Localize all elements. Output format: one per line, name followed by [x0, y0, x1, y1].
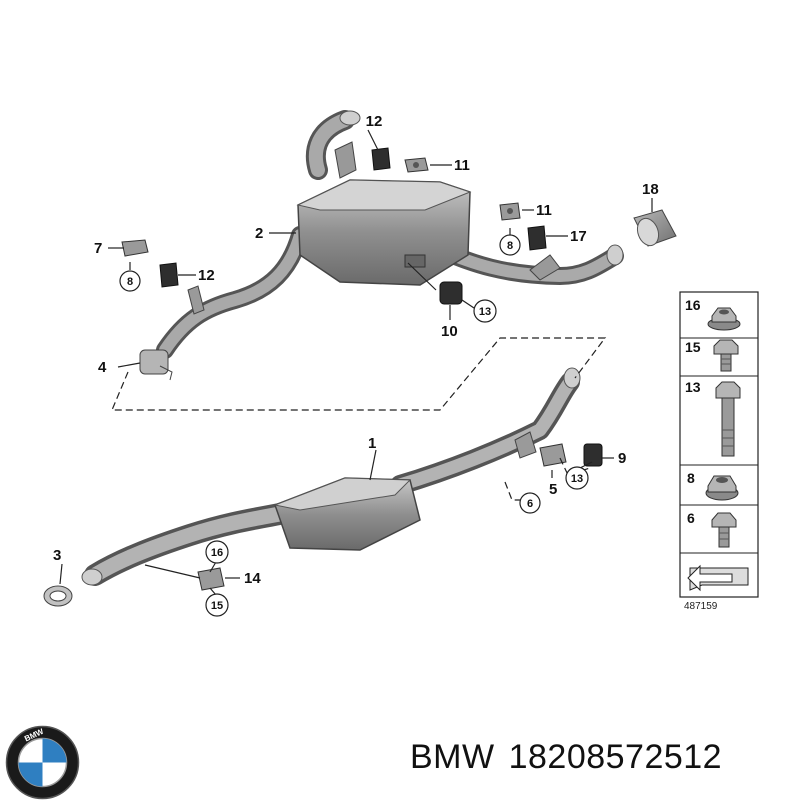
bracket-14: [197, 567, 225, 591]
rear-silencer-group: [156, 110, 624, 359]
callout-10: 10: [441, 323, 458, 340]
callout-8-right: 8: [507, 240, 513, 252]
circled-callouts: 8 8 13 13 6 16 15: [119, 234, 589, 617]
callout-14: 14: [244, 570, 261, 587]
clamp-4: [139, 349, 173, 381]
hex-bolt-icon: [713, 339, 739, 372]
diagram-image-number: 487159: [684, 601, 718, 612]
bracket-11-right: [499, 202, 521, 221]
legend-label-13: 13: [685, 379, 701, 395]
callout-labels: 12 11 18 2 11 17 7 12 10 4 1 9 5 3 14: [53, 113, 659, 587]
callout-13-top: 13: [479, 306, 491, 318]
bracket-7: [121, 239, 149, 257]
center-silencer-group: [81, 367, 581, 586]
callout-12-top: 12: [366, 113, 383, 130]
part-caption: BMW 18208572512: [410, 738, 722, 777]
callout-1: 1: [368, 435, 376, 452]
flange-nut-icon: [707, 307, 741, 331]
leader-lines: [59, 129, 653, 596]
hanger-17: [527, 225, 547, 251]
callout-2: 2: [255, 225, 263, 242]
callout-15: 15: [211, 600, 223, 612]
callout-8-left: 8: [127, 276, 133, 288]
clamp-3: [43, 585, 73, 607]
callout-11-right: 11: [536, 202, 552, 219]
callout-16: 16: [211, 547, 223, 559]
fastener-legend-table: 16 15 13 8 6: [679, 291, 759, 612]
flange-bolt-icon: [711, 512, 737, 548]
callout-5: 5: [549, 481, 557, 498]
bracket-5: [539, 443, 567, 467]
callout-11-top: 11: [454, 157, 470, 174]
hanger-12-top: [371, 147, 391, 171]
callout-18: 18: [642, 181, 659, 198]
callout-12-left: 12: [198, 267, 215, 284]
tail-trim-18: [633, 209, 677, 247]
bracket-11-top: [404, 157, 429, 173]
hanger-12-left: [159, 262, 179, 288]
callout-7: 7: [94, 240, 102, 257]
brand-name: BMW: [410, 738, 495, 776]
bracket-left-pipe: [187, 285, 205, 315]
hanger-9: [583, 443, 603, 467]
legend-label-6: 6: [687, 510, 695, 526]
legend-label-8: 8: [687, 470, 695, 486]
callout-4: 4: [98, 359, 107, 376]
callout-6: 6: [527, 498, 533, 510]
hex-nut-icon: [705, 475, 739, 501]
callout-3: 3: [53, 547, 61, 564]
legend-label-15: 15: [685, 339, 701, 355]
hanger-10: [439, 281, 463, 305]
callout-13-bottom: 13: [571, 473, 583, 485]
long-bolt-icon: [715, 381, 741, 457]
bmw-logo-icon: BMW: [5, 725, 80, 800]
callout-9: 9: [618, 450, 626, 467]
callout-17: 17: [570, 228, 587, 245]
direction-arrow-icon: [687, 564, 749, 592]
footer: BMW BMW 18208572512: [0, 700, 800, 800]
group-dashed-outline: [111, 337, 607, 411]
part-number: 18208572512: [508, 738, 723, 776]
legend-label-16: 16: [685, 297, 701, 313]
bracket-on-pipe: [514, 431, 537, 459]
